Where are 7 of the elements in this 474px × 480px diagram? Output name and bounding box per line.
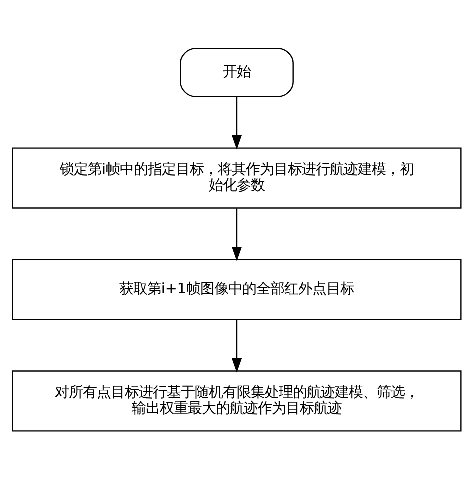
arrow	[232, 96, 242, 150]
arrow	[232, 208, 242, 262]
node-box: 获取第i+1帧图像中的全部红外点目标	[12, 259, 462, 320]
node-box: 对所有点目标进行基于随机有限集处理的航迹建模、筛选，输出权重最大的航迹作为目标航迹	[12, 370, 462, 432]
node-box: 开始	[180, 48, 294, 98]
node-box: 锁定第i帧中的指定目标，将其作为目标进行航迹建模，初始化参数	[12, 148, 462, 209]
arrow	[232, 320, 242, 373]
